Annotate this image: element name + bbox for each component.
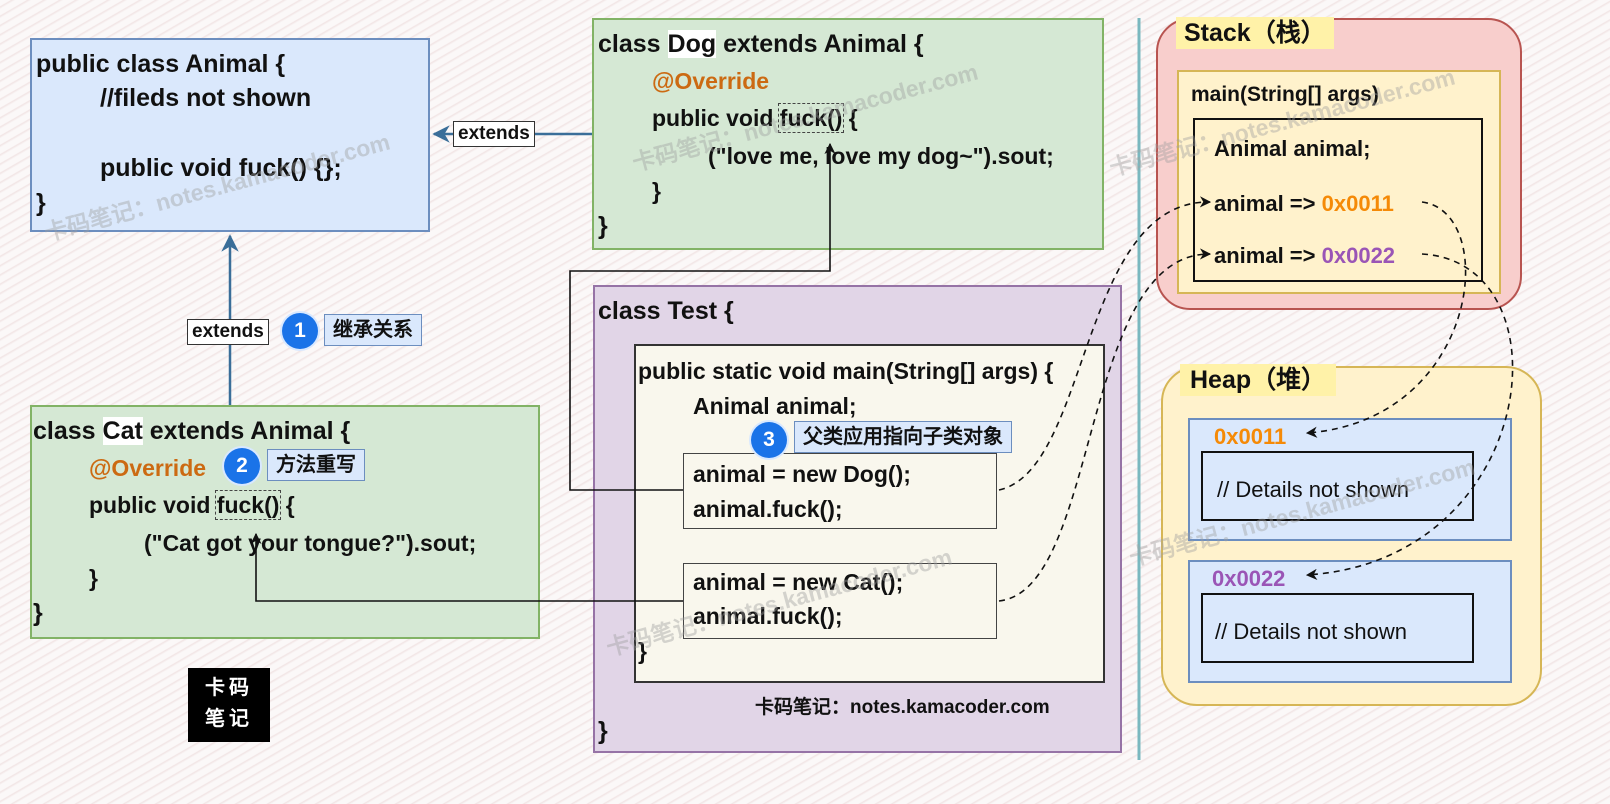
cat-class-keyword: class xyxy=(33,417,103,445)
dog-class-close: } xyxy=(598,212,608,240)
dog-assign-line: animal = new Dog(); xyxy=(693,461,911,487)
cat-method-brace: { xyxy=(279,492,295,518)
dog-method-brace: { xyxy=(842,105,858,131)
stack-ref2-address: 0x0022 xyxy=(1321,243,1396,268)
note-upcasting: 父类应用指向子类对象 xyxy=(794,421,1012,453)
test-credit-text: 卡码笔记：notes.kamacoder.com xyxy=(755,697,1050,718)
cat-class-close: } xyxy=(33,599,43,627)
cat-class-box: class Cat extends Animal { @Override pub… xyxy=(30,405,540,639)
badge-1: 1 xyxy=(282,313,318,349)
heap-object1-body: // Details not shown xyxy=(1201,451,1474,521)
heap-object2-text: // Details not shown xyxy=(1215,619,1407,644)
cat-assign-box: animal = new Cat(); animal.fuck(); xyxy=(683,563,997,639)
stack-frame-label: main(String[] args) xyxy=(1191,83,1379,106)
dog-method-signature: public void fuck() { xyxy=(652,103,858,133)
heap-object2-body: // Details not shown xyxy=(1201,593,1474,663)
cat-method-body: ("Cat got your tongue?").sout; xyxy=(144,530,477,556)
dog-method-prefix: public void xyxy=(652,105,780,131)
stack-ref2: animal => 0x0022 xyxy=(1214,241,1395,271)
animal-class-line1: public class Animal { xyxy=(36,50,286,78)
badge-3: 3 xyxy=(751,422,787,458)
dog-class-keyword: class xyxy=(598,30,668,58)
heap-object1: 0x0011 // Details not shown xyxy=(1188,418,1512,541)
test-class-header: class Test { xyxy=(598,297,734,325)
logo-line2: 笔记 xyxy=(205,708,253,730)
stack-vars-box: Animal animal; animal => 0x0011 animal =… xyxy=(1193,118,1483,282)
logo-line1: 卡码 xyxy=(205,677,253,699)
heap-object2-address: 0x0022 xyxy=(1212,566,1286,591)
dog-class-extends: extends Animal { xyxy=(716,30,924,58)
stack-ref2-prefix: animal => xyxy=(1214,243,1322,268)
cat-assign-line: animal = new Cat(); xyxy=(693,569,904,595)
dog-class-header: class Dog extends Animal { xyxy=(598,28,924,60)
stack-title: Stack（栈） xyxy=(1176,17,1334,49)
note-inheritance: 继承关系 xyxy=(324,314,422,346)
heap-object1-text: // Details not shown xyxy=(1217,477,1409,502)
stack-ref1: animal => 0x0011 xyxy=(1214,189,1394,219)
animal-class-close: } xyxy=(36,189,46,217)
cat-method-signature: public void fuck() { xyxy=(89,490,295,520)
cat-method-name: fuck() xyxy=(214,490,282,520)
cat-method-close: } xyxy=(89,565,98,591)
heap-object1-address: 0x0011 xyxy=(1214,424,1287,449)
animal-class-line3: public void fuck() {}; xyxy=(100,154,342,182)
cat-method-prefix: public void xyxy=(89,492,217,518)
dog-class-name: Dog xyxy=(667,30,717,58)
badge-2: 2 xyxy=(224,448,260,484)
dog-override-annotation: @Override xyxy=(652,68,770,94)
cat-class-header: class Cat extends Animal { xyxy=(33,415,350,447)
stack-decl: Animal animal; xyxy=(1214,136,1371,161)
heap-title: Heap（堆） xyxy=(1180,364,1337,396)
dog-call-line: animal.fuck(); xyxy=(693,496,843,522)
dog-class-box: class Dog extends Animal { @Override pub… xyxy=(592,18,1104,250)
main-method-close: } xyxy=(638,638,647,664)
kamacoder-logo: 卡码 笔记 xyxy=(188,668,270,742)
stack-ref1-prefix: animal => xyxy=(1214,191,1322,216)
cat-class-name: Cat xyxy=(102,417,143,445)
test-class-close: } xyxy=(598,717,608,745)
cat-call-line: animal.fuck(); xyxy=(693,603,843,629)
main-method-signature: public static void main(String[] args) { xyxy=(638,358,1054,384)
dog-assign-box: animal = new Dog(); animal.fuck(); xyxy=(683,453,997,529)
dog-method-close: } xyxy=(652,178,661,204)
extends-label-left: extends xyxy=(187,319,269,345)
extends-label-top: extends xyxy=(453,121,535,147)
animal-class-line2: //fileds not shown xyxy=(100,84,312,112)
cat-override-annotation: @Override xyxy=(89,455,207,481)
animal-class-box: public class Animal { //fileds not shown… xyxy=(30,38,430,232)
heap-object2: 0x0022 // Details not shown xyxy=(1188,560,1512,683)
dog-method-name: fuck() xyxy=(777,103,845,133)
main-decl: Animal animal; xyxy=(693,393,857,419)
note-override: 方法重写 xyxy=(267,449,365,481)
stack-ref1-address: 0x0011 xyxy=(1321,191,1394,216)
dog-method-body: ("love me, love my dog~").sout; xyxy=(708,143,1054,169)
cat-class-extends: extends Animal { xyxy=(142,417,351,445)
